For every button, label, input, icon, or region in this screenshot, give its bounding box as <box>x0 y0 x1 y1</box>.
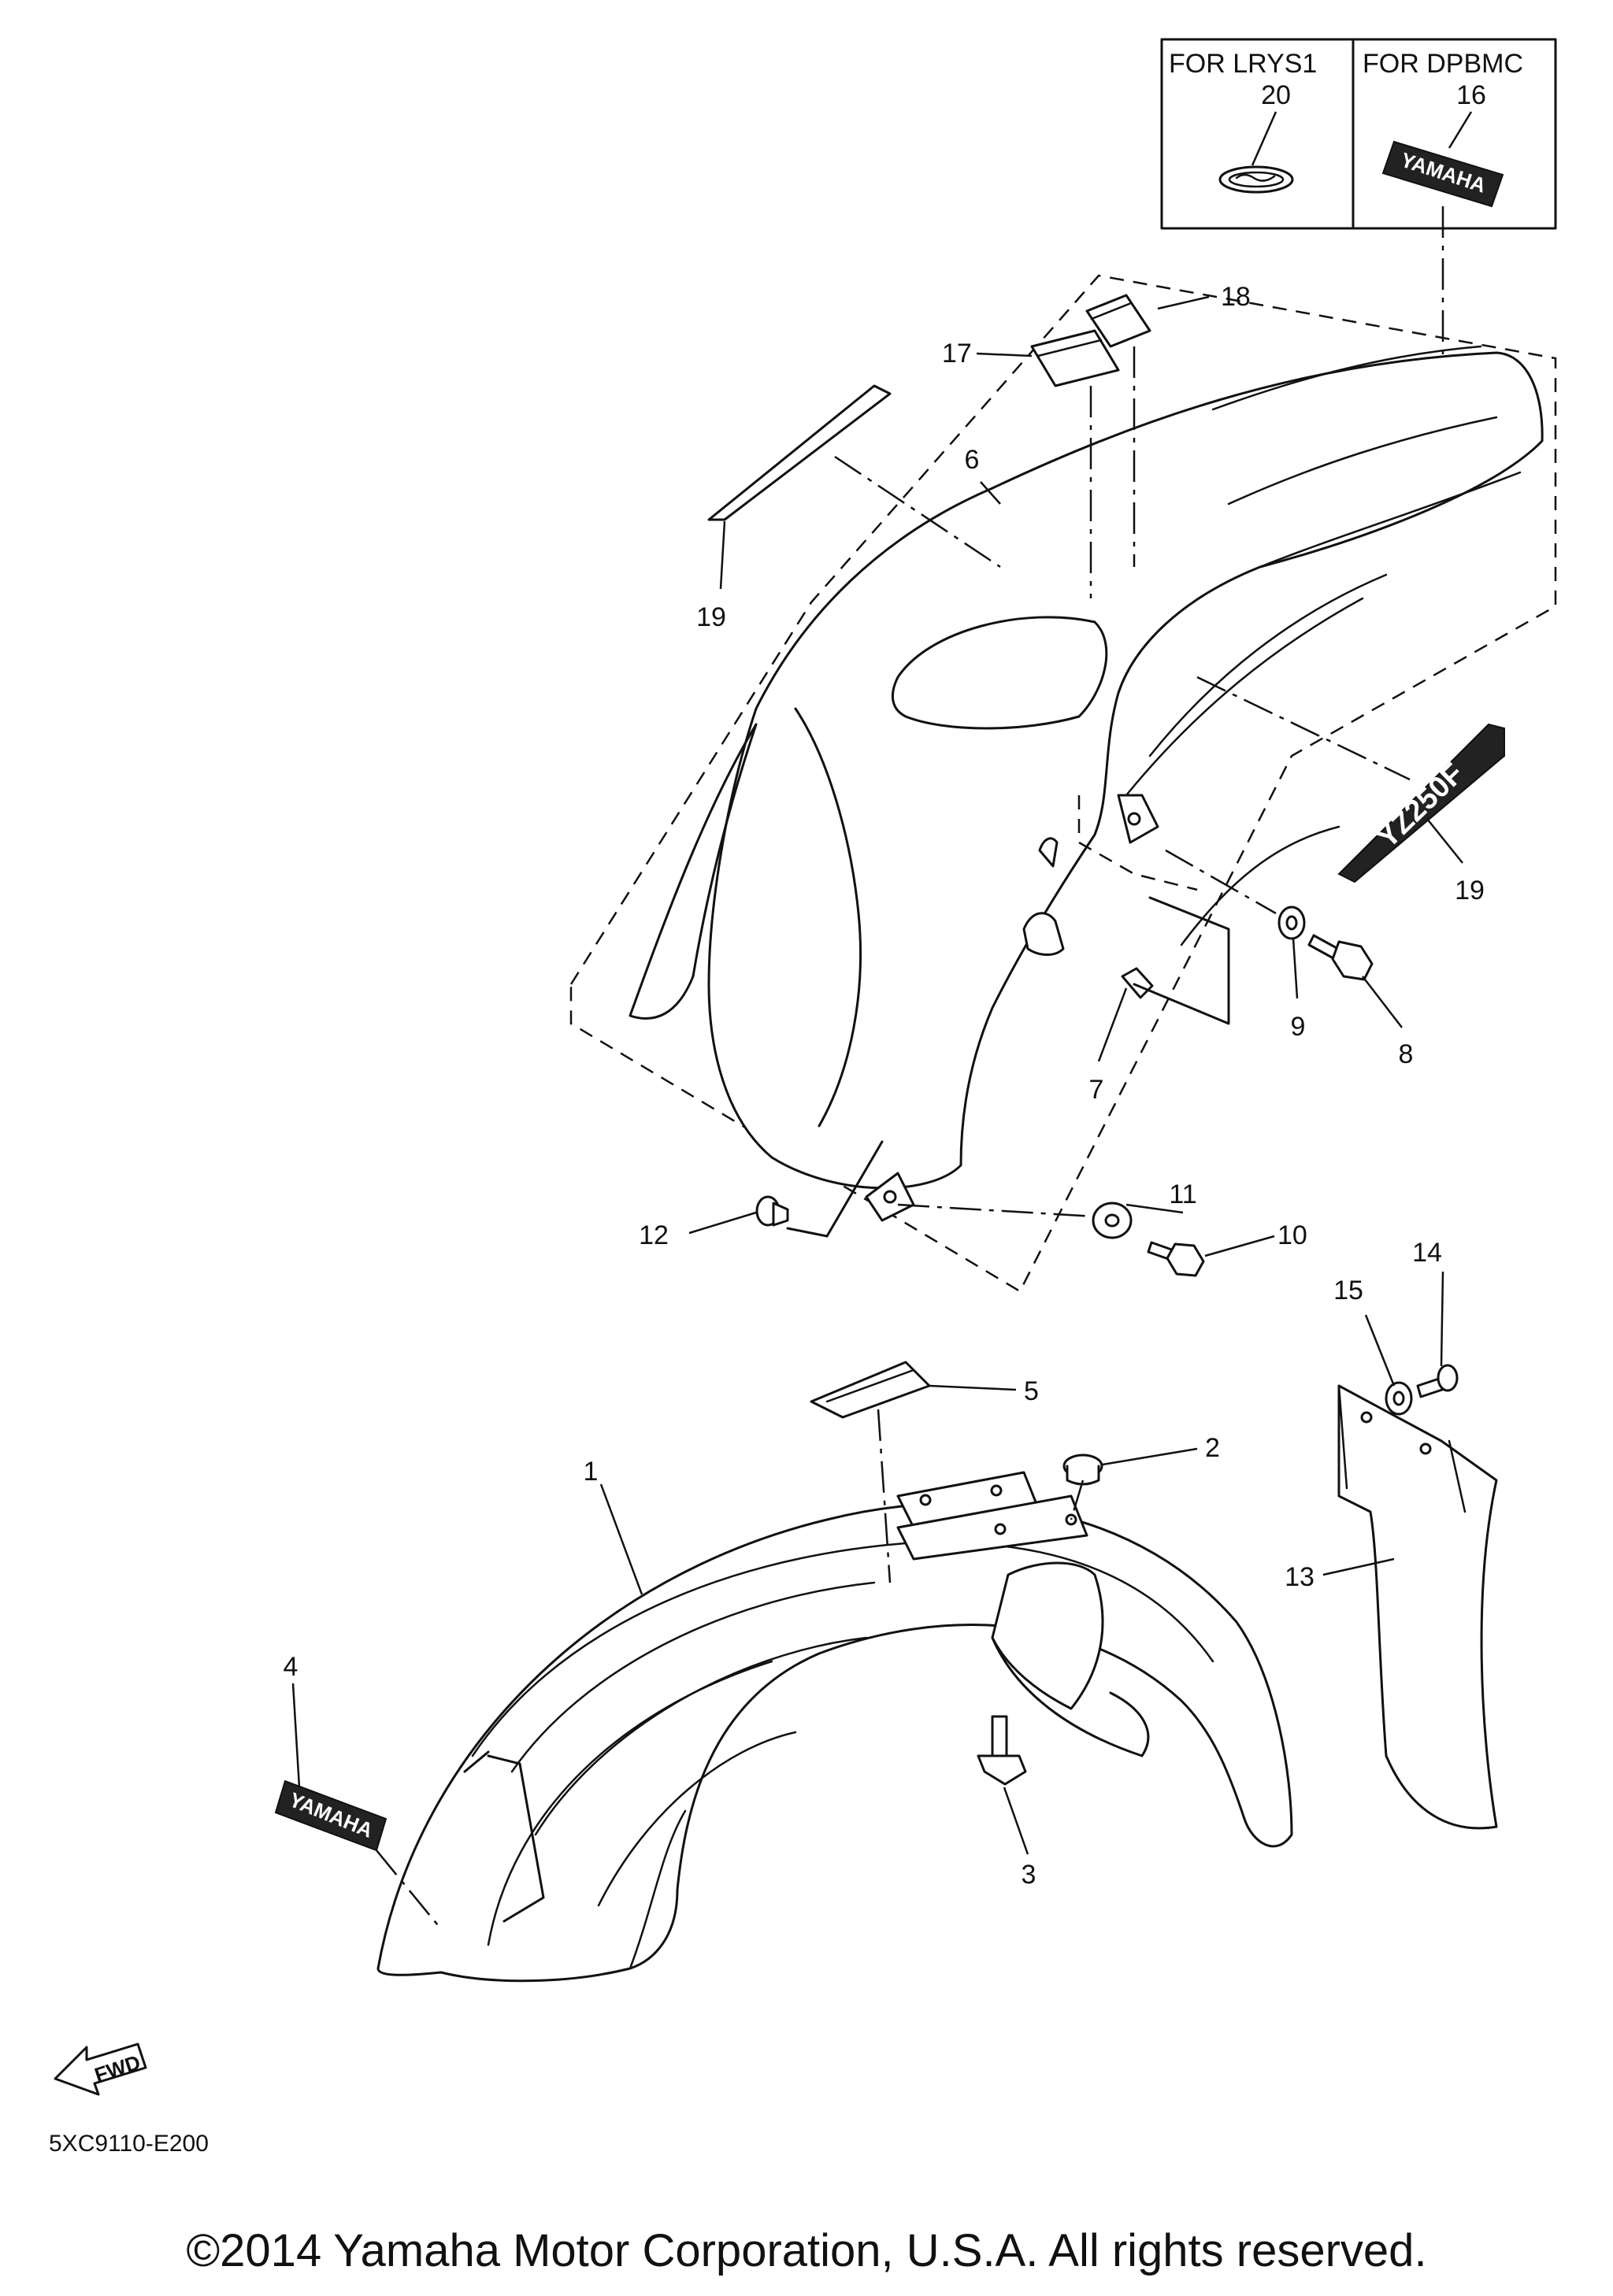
pad-18-icon <box>1085 294 1151 348</box>
bolt-8-icon <box>1307 934 1374 981</box>
rear-fender-group: YZ250F <box>569 274 1557 1293</box>
pad-5-icon <box>810 1361 931 1419</box>
pad-17-icon <box>1030 329 1120 387</box>
fwd-arrow-icon: FWD <box>54 2042 147 2096</box>
bolt-10-icon <box>1147 1241 1205 1277</box>
rear-fender <box>707 351 1544 1190</box>
callout-2: 2 <box>1205 1433 1220 1463</box>
front-fender-group: YAMAHA <box>274 1361 1293 1983</box>
leader-lines <box>291 295 1463 1855</box>
callout-4: 4 <box>284 1652 298 1682</box>
callout-1: 1 <box>584 1457 599 1487</box>
copyright-notice: ©2014 Yamaha Motor Corporation, U.S.A. A… <box>186 2225 1426 2276</box>
rear-fender-assembly-outline <box>569 274 1557 1293</box>
decal-text-model: YZ250F <box>1370 757 1470 855</box>
grommet-2-icon <box>1062 1454 1103 1486</box>
callout-17: 17 <box>942 339 972 368</box>
yamaha-decal-front-icon: YAMAHA <box>274 1779 387 1852</box>
diagram-code: 5XC9110-E200 <box>49 2131 209 2157</box>
washer-15-icon <box>1385 1381 1413 1416</box>
variant-box: FOR LRYS1 FOR DPBMC 20 16 YAMAHA <box>1160 38 1557 370</box>
callout-10: 10 <box>1277 1220 1307 1250</box>
yamaha-decal-rear-icon: YAMAHA <box>1381 140 1504 208</box>
grommet-12-icon <box>755 1195 789 1227</box>
yz250f-decal-icon: YZ250F <box>1337 723 1505 883</box>
side-stripe-decal-icon <box>707 384 892 521</box>
callout-9: 9 <box>1291 1012 1306 1042</box>
callout-19-right: 19 <box>1455 876 1485 905</box>
bolt-3-icon <box>977 1715 1027 1786</box>
mud-flap <box>1337 1384 1498 1830</box>
callout-3: 3 <box>1022 1860 1036 1890</box>
front-fender <box>376 1502 1293 1983</box>
callout-11: 11 <box>1169 1179 1196 1209</box>
washer-11-icon <box>1092 1202 1133 1239</box>
callout-8: 8 <box>1399 1039 1414 1069</box>
callouts: 18 17 6 19 19 9 8 7 11 10 12 14 15 5 2 1… <box>284 282 1485 1890</box>
callout-6: 6 <box>965 445 980 475</box>
callout-20: 20 <box>1261 80 1291 110</box>
callout-19-left: 19 <box>696 602 726 632</box>
emblem-sticker-icon <box>1218 165 1294 194</box>
callout-13: 13 <box>1285 1562 1315 1592</box>
variant-header-dpbmc: FOR DPBMC <box>1363 49 1523 79</box>
rear-clip-nut <box>1121 967 1154 999</box>
variant-header-lrys1: FOR LRYS1 <box>1169 49 1317 79</box>
callout-7: 7 <box>1089 1075 1104 1105</box>
callout-12: 12 <box>639 1220 669 1250</box>
washer-9-icon <box>1277 905 1306 940</box>
callout-15: 15 <box>1333 1276 1363 1305</box>
callout-5: 5 <box>1024 1376 1039 1406</box>
callout-14: 14 <box>1412 1238 1442 1268</box>
callout-18: 18 <box>1221 282 1251 312</box>
screw-14-icon <box>1416 1364 1459 1398</box>
callout-16: 16 <box>1456 80 1486 110</box>
mud-flap-group <box>1337 1364 1498 1830</box>
